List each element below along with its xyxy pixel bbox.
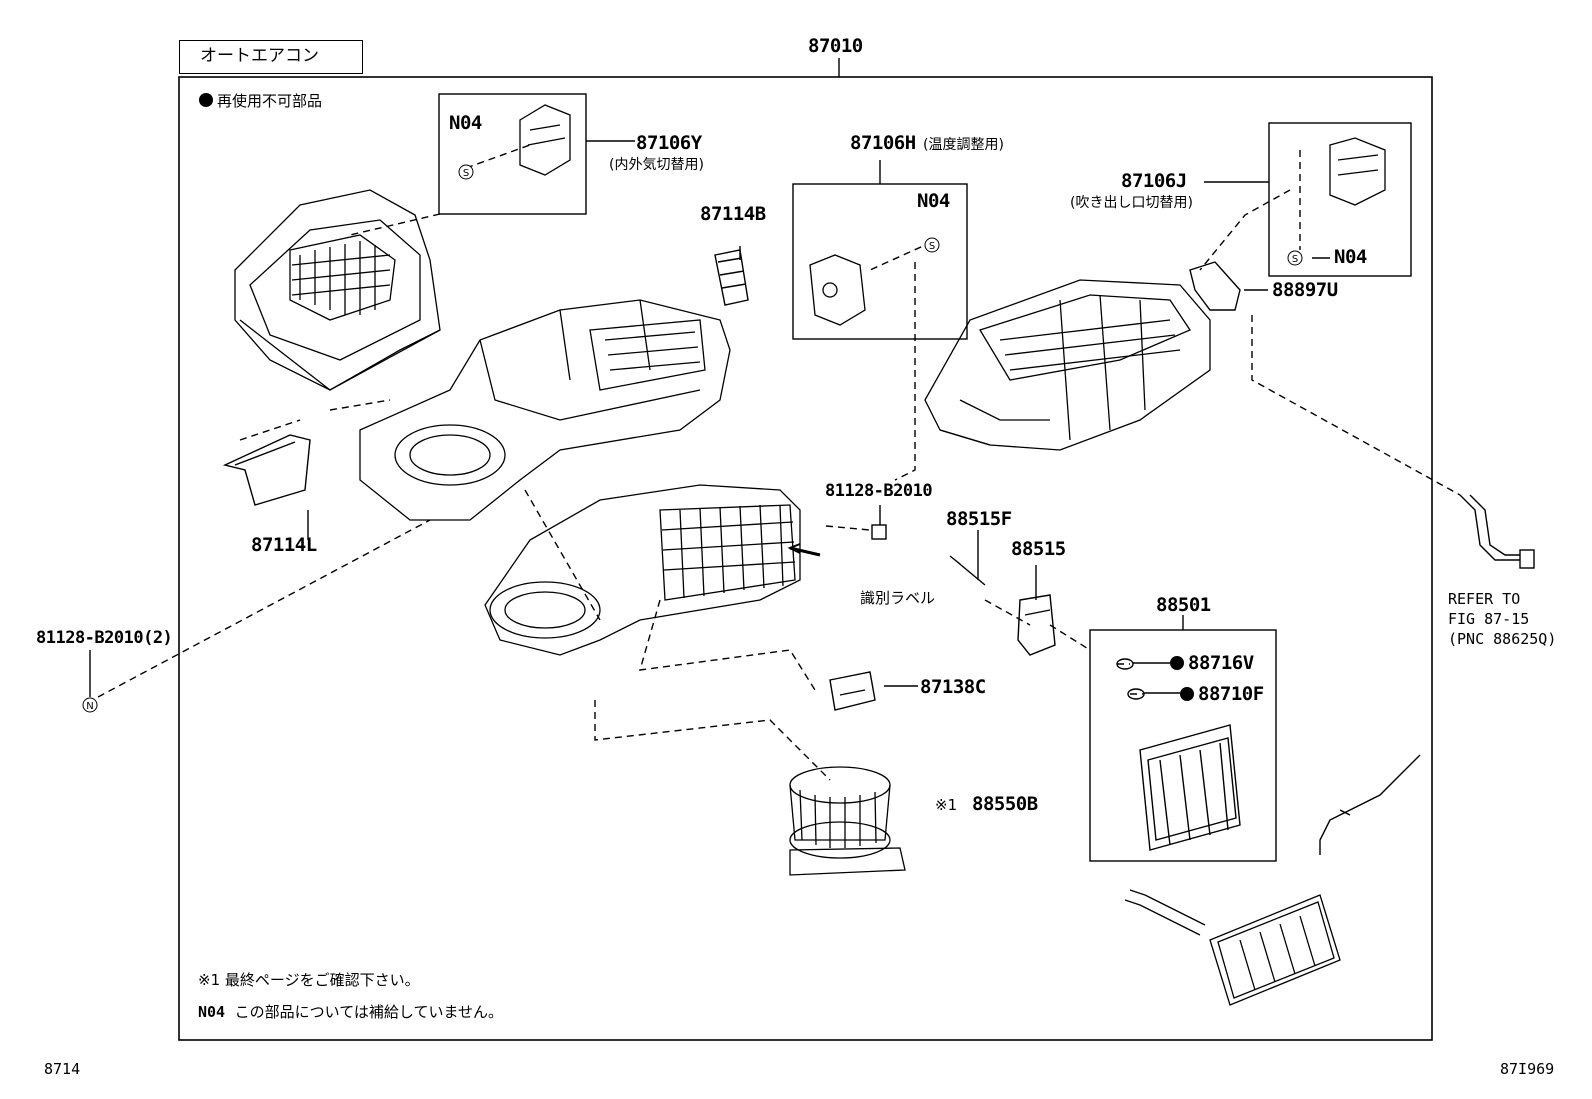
part-88501[interactable]: 88501 [1156, 594, 1211, 616]
non-reusable-dot-icon [199, 93, 213, 107]
drawing-87114B [714, 249, 749, 306]
n-marker-81128 [82, 697, 98, 713]
part-87106Y-note: (内外気切替用) [609, 157, 704, 173]
reference-line2: FIG 87-15 [1448, 610, 1530, 628]
intake-case-drawing [484, 484, 821, 656]
part-87106J[interactable]: 87106J [1121, 170, 1187, 192]
note1: ※1 最終ページをご確認下さい。 [198, 971, 420, 989]
reference-line1: REFER TO [1448, 590, 1521, 608]
drawing-88710F [1127, 688, 1145, 700]
n-symbol: N [86, 701, 93, 712]
part-87114B[interactable]: 87114B [700, 203, 766, 225]
s-symbol-3: S [1292, 254, 1298, 265]
drawing-88716V [1116, 658, 1134, 670]
drawing-88515 [1017, 594, 1056, 656]
servo-87106H [809, 254, 866, 326]
n04-label-87106J: N04 [1334, 246, 1367, 268]
note2: N04 この部品については補給していません。 [198, 1003, 503, 1021]
id-label-text: 識別ラベル [860, 589, 936, 607]
servo-87106J [1329, 137, 1386, 206]
s-marker-87106H [924, 237, 940, 253]
part-88897U[interactable]: 88897U [1272, 279, 1338, 301]
part-88550B[interactable]: 88550B [972, 793, 1038, 815]
n04-label-87106Y: N04 [449, 112, 482, 134]
servo-87106Y [519, 104, 571, 176]
box-87106J [1268, 122, 1412, 277]
evaporator-case-drawing [924, 279, 1211, 451]
assembly-frame [178, 76, 1433, 1041]
box-87106Y [438, 93, 587, 215]
part-87106J-note: (吹き出し口切替用) [1070, 195, 1193, 211]
legend-non-reusable: 再使用不可部品 [199, 91, 322, 111]
drawing-87114L [222, 434, 311, 506]
s-symbol-2: S [929, 241, 935, 252]
drawing-87138C [829, 671, 876, 711]
part-81128-B2010x2[interactable]: 81128-B2010(2) [36, 628, 173, 648]
main-case-drawing [359, 299, 731, 521]
drawing-evaporator [1139, 724, 1241, 851]
part-87106H-note: (温度調整用) [923, 137, 1004, 153]
part-88550B-mark: ※1 [935, 796, 958, 814]
assembly-number: 87010 [808, 35, 863, 57]
non-reusable-dot-icon [1170, 656, 1184, 670]
variant-label: オートエアコン [200, 46, 319, 66]
part-87114L[interactable]: 87114L [251, 534, 317, 556]
s-marker-87106Y [458, 164, 474, 180]
footer-right-code: 87I969 [1500, 1060, 1555, 1078]
part-88515[interactable]: 88515 [1011, 538, 1066, 560]
part-87106Y[interactable]: 87106Y [636, 132, 702, 154]
drawing-88897U [1189, 261, 1241, 311]
drawing-81128-clip [871, 524, 887, 540]
part-88716V[interactable]: 88716V [1170, 652, 1254, 674]
part-88710F[interactable]: 88710F [1180, 683, 1264, 705]
part-81128-B2010[interactable]: 81128-B2010 [825, 481, 933, 501]
non-reusable-dot-icon [1180, 687, 1194, 701]
variant-label-box [179, 40, 363, 74]
part-88515F[interactable]: 88515F [946, 508, 1012, 530]
part-87106H[interactable]: 87106H [850, 132, 916, 154]
s-symbol-1: S [463, 168, 469, 179]
drawing-88550B [789, 766, 906, 876]
drawing-hose [1459, 494, 1520, 561]
drawing-heater-core [1124, 889, 1341, 1006]
drawing-sensor [1319, 754, 1421, 855]
drawing-88515F [949, 555, 986, 586]
part-87138C[interactable]: 87138C [920, 676, 986, 698]
n04-label-87106H: N04 [917, 190, 950, 212]
s-marker-87106J [1287, 250, 1303, 266]
footer-left-code: 8714 [44, 1060, 81, 1078]
reference-line3: (PNC 88625Q) [1448, 630, 1557, 648]
upper-case-drawing [234, 189, 441, 391]
